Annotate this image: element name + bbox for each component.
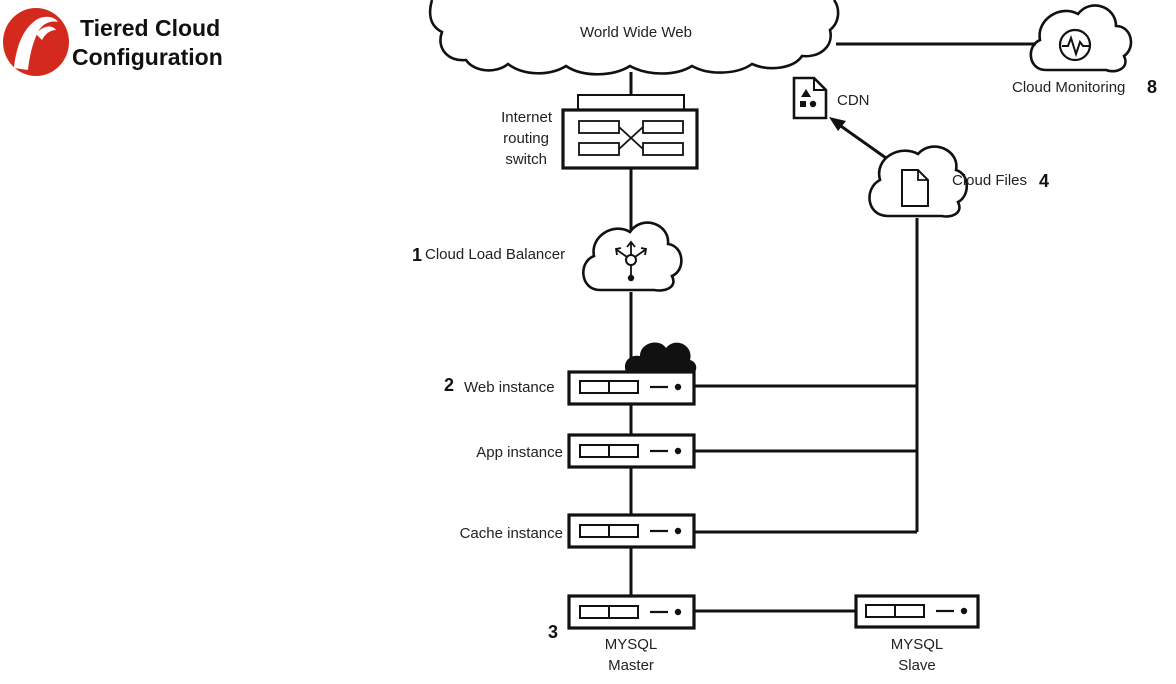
cloud-monitoring-icon (1029, 4, 1133, 73)
cloud-monitoring-node: Cloud Monitoring 8 (1012, 4, 1157, 97)
title-line-1: Tiered Cloud (80, 15, 220, 41)
routing-switch-icon (561, 94, 699, 170)
mysql-master-node: 3 MYSQL Master (548, 594, 696, 674)
routing-switch: Internet routing switch (501, 94, 699, 170)
web-instance-node: 2 Web instance (444, 342, 697, 406)
load-balancer-number: 1 (412, 245, 422, 265)
load-balancer-dot (627, 274, 635, 282)
load-balancer-node: 1 Cloud Load Balancer (412, 221, 683, 292)
server-icon (854, 594, 980, 629)
cloud-files-number: 4 (1039, 171, 1049, 191)
server-icon (567, 433, 696, 469)
cloud-files-node: Cloud Files 4 (868, 145, 1049, 218)
web-instance-label: Web instance (464, 379, 555, 396)
web-instance-number: 2 (444, 375, 454, 395)
mysql-slave-node: MYSQL Slave (854, 594, 980, 674)
cloud-load-balancer-icon (582, 221, 683, 292)
cloud-files-label: Cloud Files (952, 172, 1027, 189)
monitoring-label: Cloud Monitoring (1012, 79, 1125, 96)
cdn-node: CDN (792, 76, 870, 120)
router-label-line-3: switch (505, 151, 547, 168)
app-instance-node: App instance (476, 433, 696, 469)
app-instance-label: App instance (476, 444, 563, 461)
monitoring-number: 8 (1147, 77, 1157, 97)
line-cloudfiles-cdn (837, 122, 887, 160)
internet-cloud: World Wide Web (428, 0, 840, 76)
mysql-master-label-line-2: Master (608, 657, 654, 674)
server-icon (567, 594, 696, 630)
router-label-line-1: Internet (501, 109, 553, 126)
mysql-master-label-line-1: MYSQL (605, 636, 658, 653)
connection-lines (629, 42, 1036, 613)
mysql-master-number: 3 (548, 622, 558, 642)
mysql-slave-label-line-1: MYSQL (891, 636, 944, 653)
web-instance-cloud-icon (624, 342, 697, 374)
mysql-slave-label-line-2: Slave (898, 657, 936, 674)
cache-instance-node: Cache instance (460, 513, 696, 549)
server-icon (567, 513, 696, 549)
cdn-label: CDN (837, 92, 870, 109)
internet-label: World Wide Web (580, 24, 692, 41)
arrow-head-cdn (829, 117, 846, 131)
rackspace-logo-icon (3, 8, 69, 76)
cdn-file-icon (792, 76, 828, 120)
server-icon (567, 370, 696, 406)
load-balancer-label: Cloud Load Balancer (425, 246, 565, 263)
cloud-files-icon (868, 145, 969, 218)
cache-instance-label: Cache instance (460, 525, 563, 542)
cloud-icon (428, 0, 840, 76)
title-line-2: Configuration (72, 44, 223, 70)
router-label-line-2: routing (503, 130, 549, 147)
